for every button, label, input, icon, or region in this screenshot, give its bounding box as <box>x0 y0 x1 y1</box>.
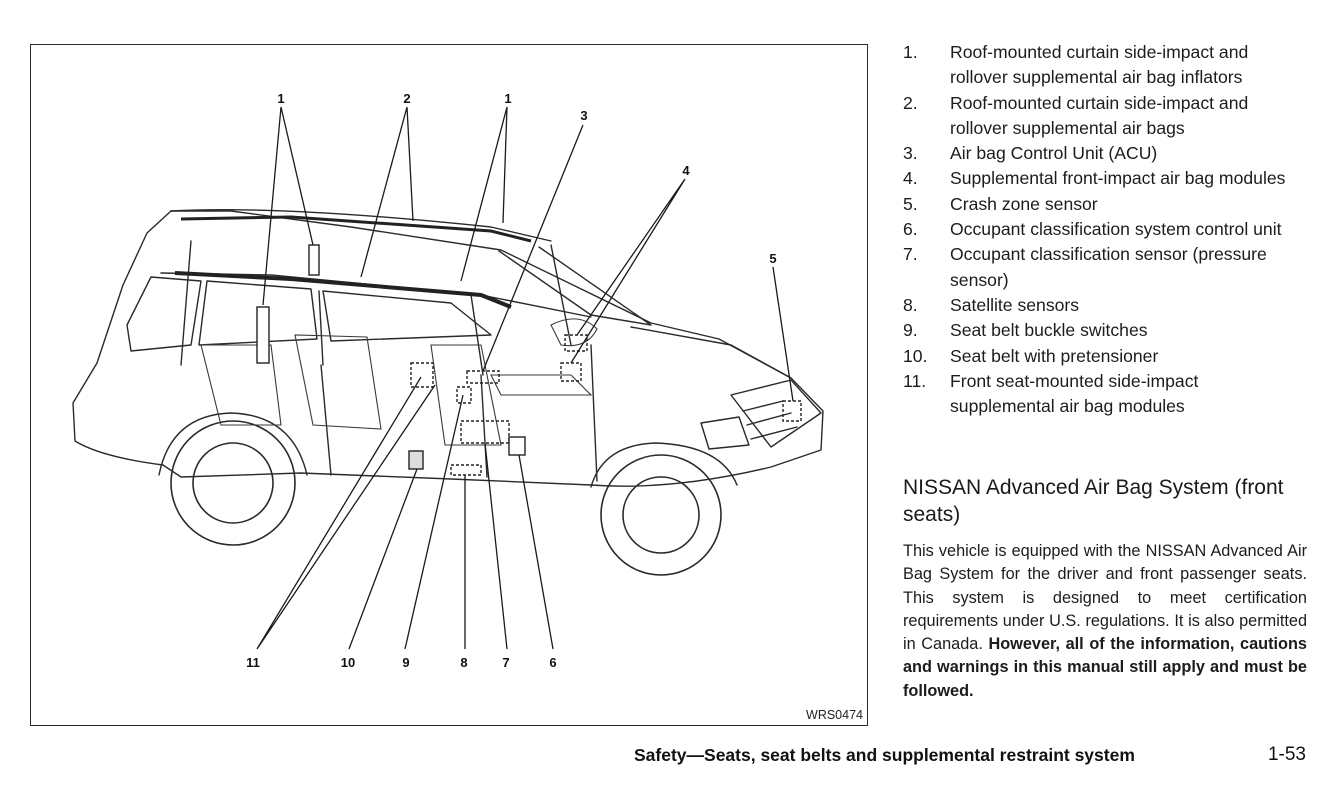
item-number: 3. <box>903 143 918 164</box>
callout-4: 4 <box>682 163 690 178</box>
leader-10 <box>348 468 418 650</box>
item-number: 9. <box>903 320 918 341</box>
leader-11 <box>256 376 436 650</box>
item-text: Roof-mounted curtain side-impact and rol… <box>950 42 1249 88</box>
item-number: 2. <box>903 92 918 113</box>
suv-cutaway-drawing: 1 2 1 3 4 5 11 10 9 8 7 6 <box>72 91 824 670</box>
callout-labels: 1 2 1 3 4 5 11 10 9 8 7 6 <box>246 91 776 670</box>
callout-1a: 1 <box>277 91 284 106</box>
item-text: Air bag Control Unit (ACU) <box>950 143 1158 164</box>
callout-8: 8 <box>460 655 467 670</box>
crash-zone-sensor-box <box>782 400 802 422</box>
front-airbag-box-2 <box>560 362 582 382</box>
callout-3: 3 <box>580 108 587 123</box>
item-text: Crash zone sensor <box>950 193 1098 214</box>
leader-1a <box>262 106 314 306</box>
rear-wheel <box>170 420 296 546</box>
grille <box>730 379 822 448</box>
leader-6 <box>518 454 554 650</box>
leader-9 <box>404 394 464 650</box>
figure-code: WRS0474 <box>806 708 863 722</box>
front-wheel <box>600 454 722 576</box>
callout-9: 9 <box>402 655 409 670</box>
roof-line <box>170 209 552 242</box>
inflator-upper <box>308 244 320 276</box>
windshield <box>498 246 652 326</box>
leader-7 <box>484 442 508 650</box>
list-item: 6. Occupant classification system control… <box>903 217 1303 242</box>
item-text: Front seat-mounted side-impact supplemen… <box>950 370 1199 417</box>
item-number: 11. <box>903 370 927 391</box>
item-text: Seat belt buckle switches <box>950 320 1148 341</box>
list-item: 8. Satellite sensors <box>903 293 1303 318</box>
item-number: 10. <box>903 345 928 366</box>
item-text: Occupant classification sensor (pressure… <box>950 244 1267 290</box>
item-number: 8. <box>903 294 918 315</box>
curtain-airbag-rail <box>174 271 512 309</box>
item-text: Supplemental front-impact air bag module… <box>950 168 1286 189</box>
vehicle-body-outline <box>72 210 824 487</box>
item-number: 1. <box>903 42 918 62</box>
item-number: 5. <box>903 193 918 214</box>
leader-5 <box>772 266 794 402</box>
item-number: 7. <box>903 244 918 265</box>
leader-1b <box>460 106 508 282</box>
hood <box>630 326 792 379</box>
side-window-front <box>322 290 492 342</box>
item-text: Satellite sensors <box>950 294 1080 315</box>
item-text: Occupant classification system control u… <box>950 219 1282 240</box>
list-item: 7. Occupant classification sensor (pressu… <box>903 242 1303 293</box>
leader-4 <box>570 178 686 364</box>
pretensioner <box>408 450 424 470</box>
list-item: 10. Seat belt with pretensioner <box>903 344 1303 369</box>
ocs-control-unit <box>508 436 526 456</box>
page-number: 1-53 <box>1267 744 1306 765</box>
item-number: 4. <box>903 168 918 189</box>
list-item: 11. Front seat-mounted side-impact supple… <box>903 369 1303 420</box>
list-item: 1. Roof-mounted curtain side-impact and r… <box>903 40 1303 91</box>
section-body: This vehicle is equipped with the NISSAN… <box>903 540 1307 703</box>
list-item: 2. Roof-mounted curtain side-impact and r… <box>903 91 1303 142</box>
steering-wheel <box>550 318 598 347</box>
callout-2: 2 <box>403 91 410 106</box>
body-bold-text: However, all of the information, caution… <box>903 635 1307 700</box>
callout-10: 10 <box>341 655 355 670</box>
leader-2 <box>360 106 414 278</box>
front-wheel-arch <box>590 442 738 488</box>
component-list: 1. Roof-mounted curtain side-impact and r… <box>903 40 1303 419</box>
callout-1b: 1 <box>504 91 511 106</box>
callout-11: 11 <box>246 655 260 670</box>
satellite-sensor-box <box>450 464 482 476</box>
front-airbag-box-1 <box>564 334 588 352</box>
section-title: NISSAN Advanced Air Bag System (front se… <box>903 476 1284 526</box>
rear-window <box>126 276 202 352</box>
middle-seat <box>294 334 382 430</box>
rear-wheel-arch <box>158 412 308 476</box>
leader-3 <box>482 124 584 372</box>
item-text: Seat belt with pretensioner <box>950 345 1159 366</box>
inflator-rear <box>256 306 270 364</box>
list-item: 4. Supplemental front-impact air bag modu… <box>903 166 1303 191</box>
footer-section-title: Safety—Seats, seat belts and supplementa… <box>634 745 1135 765</box>
side-window-rear <box>198 280 318 346</box>
front-seat <box>430 344 502 446</box>
list-item: 5. Crash zone sensor <box>903 192 1303 217</box>
callout-6: 6 <box>549 655 556 670</box>
item-text: Roof-mounted curtain side-impact and rol… <box>950 92 1249 138</box>
rear-seat <box>200 344 282 426</box>
airbag-system-figure: 1 2 1 3 4 5 11 10 9 8 7 6 WRS0474 <box>30 44 868 726</box>
buckle-switch-box <box>456 386 472 404</box>
callout-5: 5 <box>769 251 776 266</box>
list-item: 3. Air bag Control Unit (ACU) <box>903 141 1303 166</box>
seat-airbag-box <box>410 362 434 388</box>
headlight <box>700 416 750 450</box>
list-item: 9. Seat belt buckle switches <box>903 318 1303 343</box>
callout-7: 7 <box>502 655 509 670</box>
body-plain-text: This vehicle is equipped with the NISSAN… <box>903 542 1307 654</box>
item-number: 6. <box>903 219 918 240</box>
